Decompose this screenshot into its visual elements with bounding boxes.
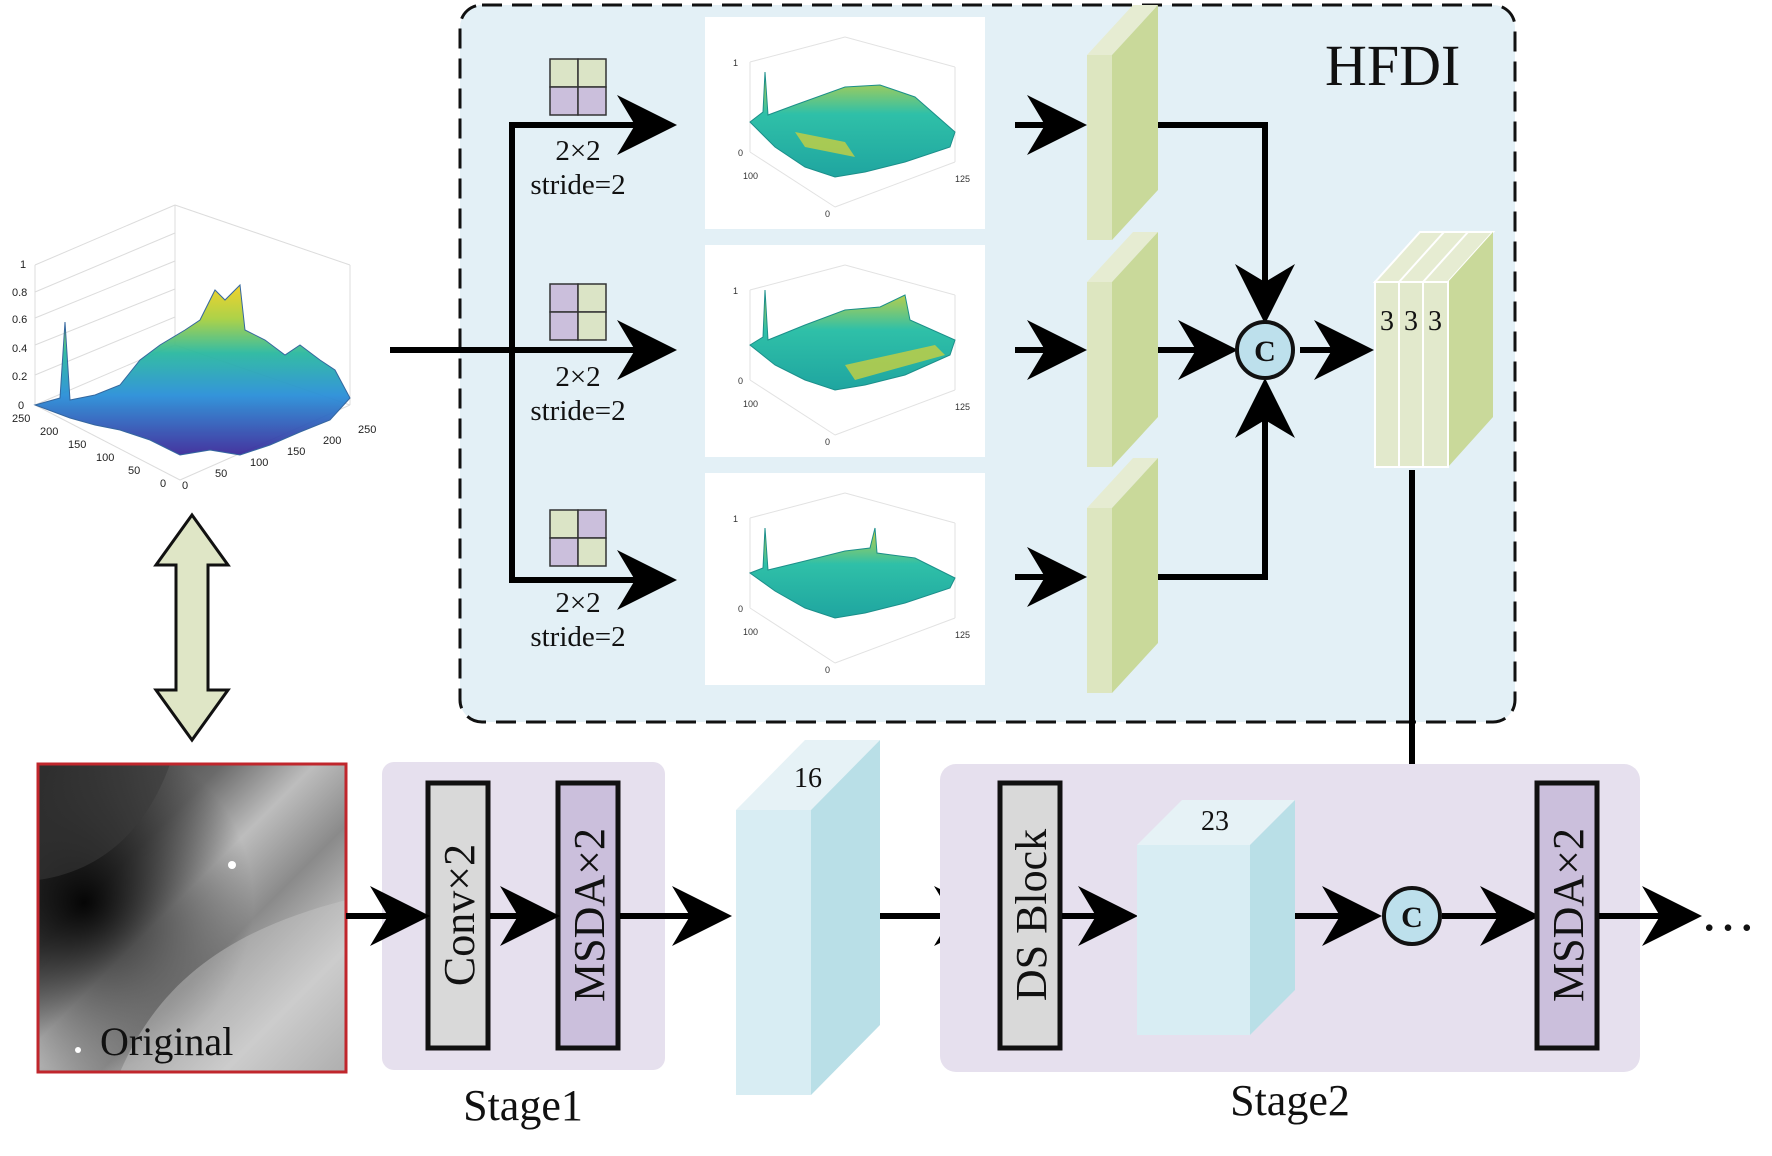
channel-count: 3 bbox=[1428, 306, 1442, 337]
subband-plot-2: 1 0 100 0 125 bbox=[705, 245, 985, 457]
stride-label: stride=2 bbox=[530, 621, 625, 653]
z-tick: 1 bbox=[733, 58, 738, 68]
z-tick: 0 bbox=[738, 148, 743, 158]
green-feature-block-1 bbox=[1087, 5, 1158, 240]
z-tick: 0.6 bbox=[12, 314, 27, 326]
kernel-icon-ll bbox=[549, 58, 607, 116]
x-tick: 250 bbox=[358, 424, 376, 436]
y-tick: 250 bbox=[12, 413, 30, 425]
y-tick: 100 bbox=[96, 452, 114, 464]
feature-block-16 bbox=[736, 740, 880, 1095]
stride-label: stride=2 bbox=[530, 169, 625, 201]
kernel-icon-hh bbox=[549, 509, 607, 567]
x-tick: 100 bbox=[250, 457, 268, 469]
y-tick: 100 bbox=[743, 171, 758, 181]
subband-plot-1: 1 0 100 0 125 bbox=[705, 17, 985, 229]
y-tick: 100 bbox=[743, 399, 758, 409]
y-tick: 0 bbox=[825, 437, 830, 447]
concat-symbol: C bbox=[1401, 901, 1423, 934]
conv-block bbox=[425, 780, 491, 1051]
x-tick: 125 bbox=[955, 630, 970, 640]
merge-line-bottom bbox=[1158, 378, 1295, 580]
original-image: Original bbox=[36, 762, 348, 1074]
hfdi-region bbox=[458, 3, 1517, 724]
stage1-label: Stage1 bbox=[463, 1081, 583, 1130]
z-tick: 1 bbox=[733, 514, 738, 524]
bidirectional-arrow-icon bbox=[153, 512, 231, 743]
ds-label: DS Block bbox=[1007, 829, 1056, 1001]
merge-line-top bbox=[1158, 122, 1295, 324]
y-tick: 150 bbox=[68, 439, 86, 451]
conv-label: Conv×2 bbox=[435, 844, 484, 986]
concat-symbol: C bbox=[1254, 335, 1276, 368]
y-tick: 0 bbox=[825, 209, 830, 219]
hfdi-title: HFDI bbox=[1325, 33, 1460, 98]
channel-count-23: 23 bbox=[1201, 806, 1229, 837]
y-tick: 50 bbox=[128, 465, 140, 477]
concat-node-hfdi bbox=[1235, 320, 1295, 380]
y-tick: 200 bbox=[40, 426, 58, 438]
channel-count: 3 bbox=[1404, 306, 1418, 337]
y-tick: 0 bbox=[825, 665, 830, 675]
x-tick: 200 bbox=[323, 435, 341, 447]
kernel-icon-lh bbox=[549, 283, 607, 341]
continuation-ellipsis: … bbox=[1700, 881, 1756, 943]
channel-count: 3 bbox=[1380, 306, 1394, 337]
original-surface-plot: 0 0.2 0.4 0.6 0.8 1 250 200 150 100 50 0… bbox=[12, 204, 376, 492]
msda-label: MSDA×2 bbox=[1544, 828, 1593, 1002]
x-tick: 50 bbox=[215, 468, 227, 480]
stride-label: stride=2 bbox=[530, 395, 625, 427]
z-tick: 0.4 bbox=[12, 343, 27, 355]
subband-plot-3: 1 0 100 0 125 bbox=[705, 473, 985, 685]
original-label: Original bbox=[100, 1019, 233, 1064]
green-feature-block-2 bbox=[1087, 232, 1158, 467]
x-tick: 125 bbox=[955, 402, 970, 412]
z-tick: 1 bbox=[733, 286, 738, 296]
feature-block-23 bbox=[1137, 800, 1295, 1035]
ds-block bbox=[997, 780, 1063, 1051]
x-tick: 150 bbox=[287, 446, 305, 458]
kernel-size-label: 2×2 bbox=[555, 135, 600, 167]
stage2-label: Stage2 bbox=[1230, 1076, 1350, 1125]
concat-node-stage2 bbox=[1382, 886, 1442, 946]
z-tick: 0 bbox=[738, 376, 743, 386]
z-tick: 0.2 bbox=[12, 371, 27, 383]
y-tick: 0 bbox=[160, 478, 166, 490]
kernel-size-label: 2×2 bbox=[555, 361, 600, 393]
z-tick: 0 bbox=[738, 604, 743, 614]
msda-block-2 bbox=[1534, 780, 1600, 1051]
z-tick: 0.8 bbox=[12, 287, 27, 299]
msda-label: MSDA×2 bbox=[565, 828, 614, 1002]
z-tick: 0 bbox=[18, 400, 24, 412]
concat-feature-block bbox=[1372, 231, 1496, 468]
kernel-size-label: 2×2 bbox=[555, 587, 600, 619]
x-tick: 0 bbox=[182, 480, 188, 492]
y-tick: 100 bbox=[743, 627, 758, 637]
green-feature-block-3 bbox=[1087, 458, 1158, 693]
x-tick: 125 bbox=[955, 174, 970, 184]
channel-count-16: 16 bbox=[794, 763, 822, 794]
z-tick: 1 bbox=[20, 259, 26, 271]
